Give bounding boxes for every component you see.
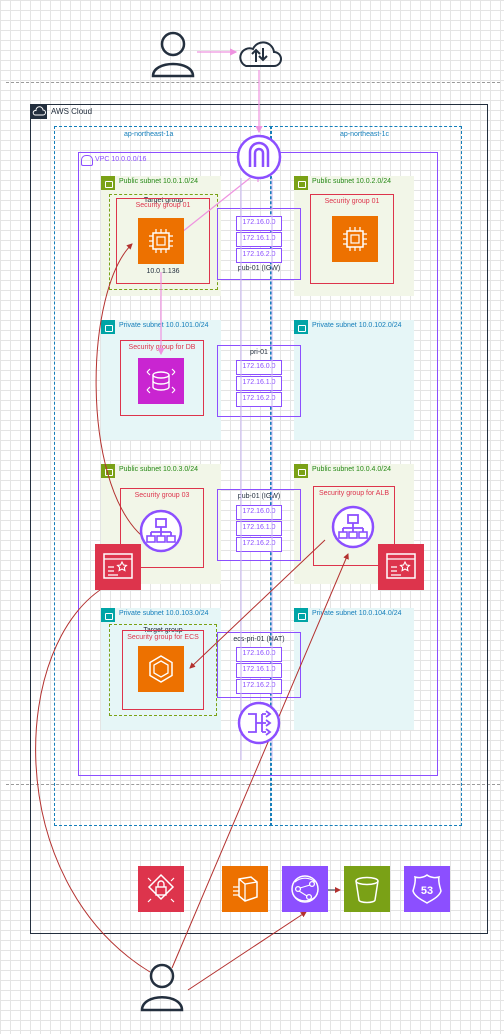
alb-icon xyxy=(330,504,376,550)
security-group-label: Security group for ALB xyxy=(318,490,390,497)
aws-cloud-label: AWS Cloud xyxy=(51,107,93,116)
security-group-alb: Security group for ALB xyxy=(313,486,395,566)
route-entry: 172.16.0.0 xyxy=(236,505,282,520)
kms-icon xyxy=(138,866,184,912)
route53-number: 53 xyxy=(421,885,433,897)
ec2-icon xyxy=(138,218,184,264)
private-subnet-104: Private subnet 10.0.104.0/24 xyxy=(294,608,414,730)
security-group-label: Security group for ECS xyxy=(127,634,199,641)
az-1c-label: ap-northeast-1c xyxy=(340,131,390,138)
subnet-label: Private subnet 10.0.102.0/24 xyxy=(312,322,402,329)
route-entry: 172.16.2.0 xyxy=(236,537,282,552)
security-group-03: Security group 03 xyxy=(120,488,204,568)
route-entry: 172.16.1.0 xyxy=(236,521,282,536)
route-table-ecs-nat: ecs-pri-01 (NAT) 172.16.0.0 172.16.1.0 1… xyxy=(217,632,301,698)
subnet-label: Public subnet 10.0.3.0/24 xyxy=(119,466,199,473)
lock-icon xyxy=(294,608,308,622)
user-to-cert-curve xyxy=(35,584,151,973)
subnet-label: Private subnet 10.0.101.0/24 xyxy=(119,322,209,329)
igw-to-ec2-line xyxy=(171,177,251,241)
certificate-manager-icon xyxy=(378,544,424,590)
route-entry: 172.16.1.0 xyxy=(236,376,282,391)
internet-cloud-icon xyxy=(236,36,282,70)
subnet-label: Public subnet 10.0.2.0/24 xyxy=(312,178,392,185)
az-1a-label: ap-northeast-1a xyxy=(124,131,174,138)
private-subnet-102: Private subnet 10.0.102.0/24 xyxy=(294,320,414,440)
route-entry: 172.16.2.0 xyxy=(236,679,282,694)
security-group-01-c: Security group 01 xyxy=(310,194,394,284)
vpc-label: VPC 10.0.0.0/16 xyxy=(95,156,147,163)
s3-icon xyxy=(344,866,390,912)
aws-cloud-icon xyxy=(31,105,47,119)
vpc-icon xyxy=(81,155,93,166)
certificate-manager-icon xyxy=(95,544,141,590)
nat-gateway-icon xyxy=(236,700,282,746)
user-to-cloudfront-line xyxy=(187,911,307,991)
route-entry: 172.16.1.0 xyxy=(236,663,282,678)
ec2-ip-label: 10.0.1.136 xyxy=(146,268,180,275)
security-group-label: Security group 01 xyxy=(135,202,191,209)
subnet-label: Private subnet 10.0.103.0/24 xyxy=(119,610,209,617)
lock-icon xyxy=(101,176,115,190)
security-group-01-a: Security group 01 xyxy=(116,198,210,284)
route-entry: 172.16.1.0 xyxy=(236,232,282,247)
bottom-separator xyxy=(6,784,500,785)
lock-icon xyxy=(101,608,115,622)
user-to-alb-line xyxy=(171,553,349,969)
lock-icon xyxy=(101,464,115,478)
route-table-pub-1: 172.16.0.0 172.16.1.0 172.16.2.0 pub-01 … xyxy=(217,208,301,280)
subnet-label: Private subnet 10.0.104.0/24 xyxy=(312,610,402,617)
subnet-label: Public subnet 10.0.4.0/24 xyxy=(312,466,392,473)
lock-icon xyxy=(294,176,308,190)
target-group-label: Target group xyxy=(143,197,184,204)
security-group-label: Security group 03 xyxy=(134,492,190,499)
security-group-ecs: Security group for ECS xyxy=(122,630,204,710)
route-entry: 172.16.0.0 xyxy=(236,216,282,231)
route-entry: 172.16.0.0 xyxy=(236,360,282,375)
route53-icon: 53 xyxy=(404,866,450,912)
elb-icon xyxy=(138,508,184,554)
user-icon xyxy=(150,30,196,78)
route-table-label: pub-01 (IGW) xyxy=(237,265,281,272)
az-1c xyxy=(270,126,462,826)
rds-icon xyxy=(138,358,184,404)
cloudfront-icon xyxy=(282,866,328,912)
alb-to-ecs-line xyxy=(189,539,326,669)
ec2-icon xyxy=(332,216,378,262)
top-separator xyxy=(6,82,500,83)
ecr-icon xyxy=(222,866,268,912)
ecs-icon xyxy=(138,646,184,692)
elb-to-ec2-curve xyxy=(95,243,143,537)
route-entry: 172.16.0.0 xyxy=(236,647,282,662)
security-group-db: Security group for DB xyxy=(120,340,204,416)
route-table-label: ecs-pri-01 (NAT) xyxy=(233,636,285,643)
subnet-label: Public subnet 10.0.1.0/24 xyxy=(119,178,199,185)
internet-gateway-icon xyxy=(236,134,282,180)
route-table-label: pub-01 (IGW) xyxy=(237,493,281,500)
security-group-label: Security group for DB xyxy=(128,344,196,351)
route-table-label: pri-01 xyxy=(250,349,268,356)
route-table-pri-1: pri-01 172.16.0.0 172.16.1.0 172.16.2.0 xyxy=(217,345,301,417)
route-table-pub-3: pub-01 (IGW) 172.16.0.0 172.16.1.0 172.1… xyxy=(217,489,301,561)
lock-icon xyxy=(294,464,308,478)
public-subnet-2: Public subnet 10.0.2.0/24 xyxy=(294,176,414,296)
user-icon xyxy=(138,962,186,1012)
lock-icon xyxy=(294,320,308,334)
lock-icon xyxy=(101,320,115,334)
route-entry: 172.16.2.0 xyxy=(236,248,282,263)
route-entry: 172.16.2.0 xyxy=(236,392,282,407)
security-group-label: Security group 01 xyxy=(324,198,380,205)
